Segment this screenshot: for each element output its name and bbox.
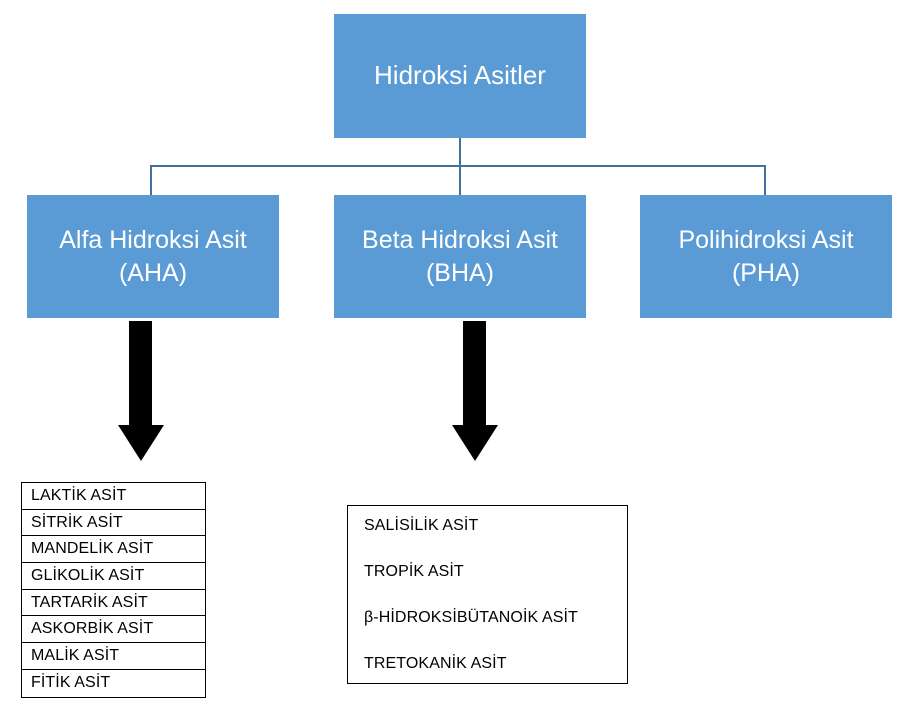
aha-list-item: GLİKOLİK ASİT (22, 563, 205, 590)
aha-list-item: MALİK ASİT (22, 643, 205, 670)
node-hidroksi-asitler: Hidroksi Asitler (334, 14, 586, 138)
arrow-down-bha (452, 321, 498, 461)
node-alfa-hidroksi-asit: Alfa Hidroksi Asit (AHA) (27, 195, 279, 318)
aha-list-item: TARTARİK ASİT (22, 590, 205, 617)
arrow-down-aha (118, 321, 164, 461)
arrow-head (118, 425, 164, 461)
aha-list-item: ASKORBİK ASİT (22, 616, 205, 644)
bha-list-item: TRETOKANİK ASİT (364, 655, 507, 672)
aha-list-item: SİTRİK ASİT (22, 510, 205, 537)
connector-drop-to-bha (459, 165, 461, 195)
bha-list-item: SALİSİLİK ASİT (364, 517, 479, 534)
node-beta-hidroksi-asit: Beta Hidroksi Asit (BHA) (334, 195, 586, 318)
connector-horizontal-bus (150, 165, 766, 167)
connector-root-stem (459, 138, 461, 166)
arrow-head (452, 425, 498, 461)
connector-drop-to-pha (764, 165, 766, 195)
aha-list-item: FİTİK ASİT (31, 674, 111, 692)
bha-list-item: TROPİK ASİT (364, 563, 464, 580)
aha-list-item: MANDELİK ASİT (22, 536, 205, 564)
bha-acid-list: SALİSİLİK ASİT TROPİK ASİT β-HİDROKSİBÜTAN… (347, 505, 628, 684)
node-polihidroksi-asit: Polihidroksi Asit (PHA) (640, 195, 892, 318)
aha-list-item: LAKTİK ASİT (22, 483, 205, 510)
bha-list-item: β-HİDROKSİBÜTANOİK ASİT (364, 609, 578, 626)
arrow-shaft (129, 321, 152, 428)
arrow-shaft (463, 321, 486, 428)
connector-drop-to-aha (150, 165, 152, 195)
